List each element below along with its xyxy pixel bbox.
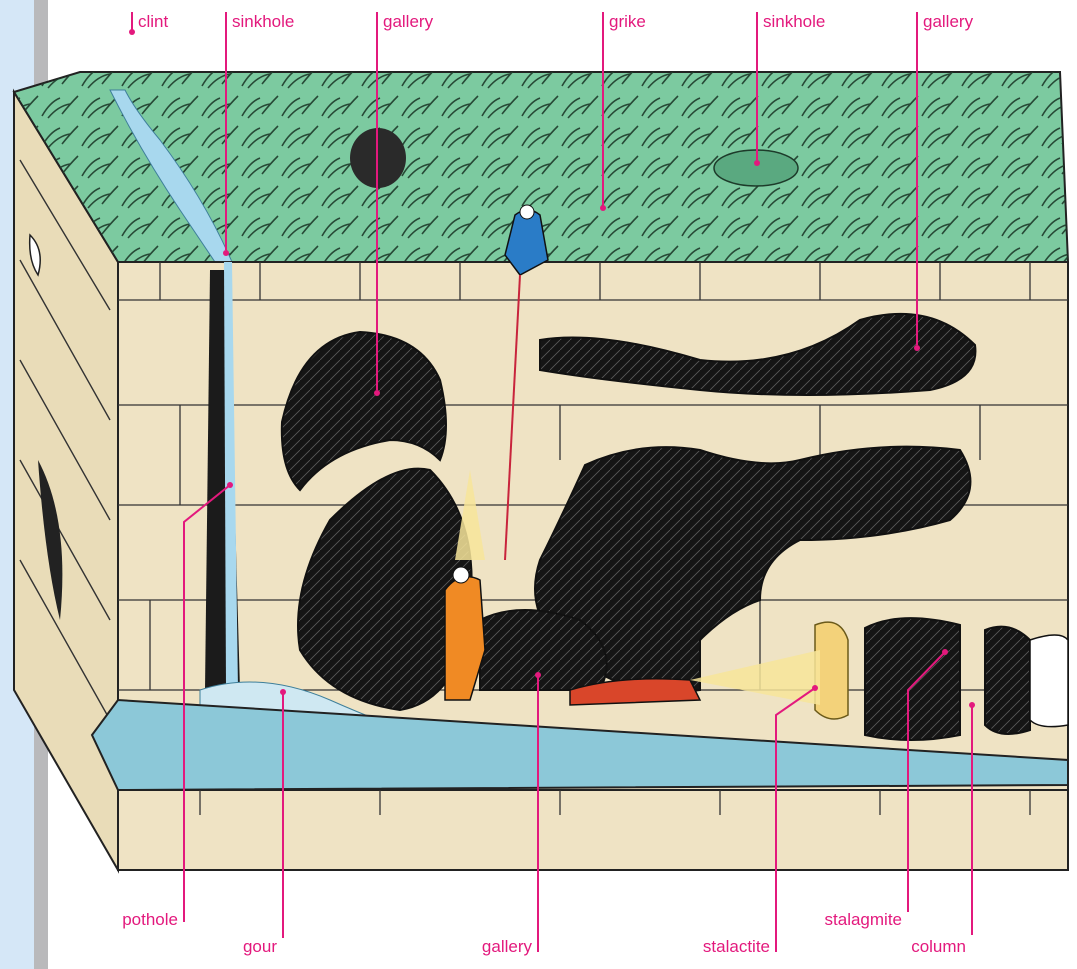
label-stalagmite: stalagmite — [760, 910, 902, 930]
label-stalactite: stalactite — [640, 937, 770, 957]
label-sinkhole-left: sinkhole — [232, 12, 294, 32]
label-pothole: pothole — [60, 910, 178, 930]
label-gallery-lower: gallery — [400, 937, 532, 957]
label-gallery-right: gallery — [923, 12, 973, 32]
label-clint: clint — [138, 12, 168, 32]
label-gallery-upper: gallery — [383, 12, 433, 32]
label-gour: gour — [160, 937, 277, 957]
label-sinkhole-right: sinkhole — [763, 12, 825, 32]
label-column: column — [840, 937, 966, 957]
label-grike: grike — [609, 12, 646, 32]
